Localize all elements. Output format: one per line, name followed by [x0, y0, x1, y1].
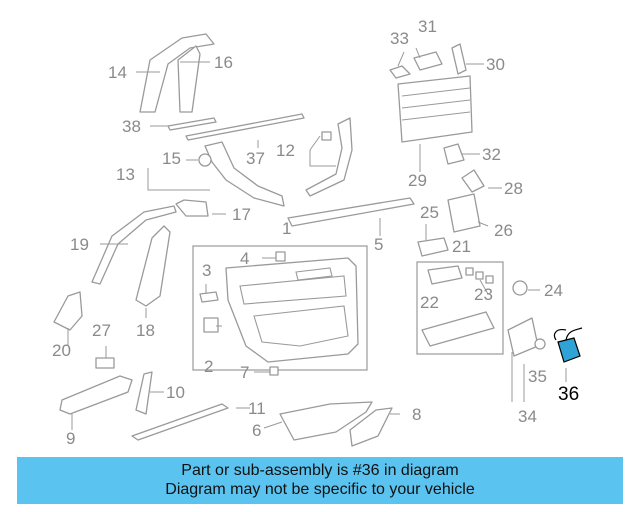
callout-labels: 1 2 3 4 5 6 7 8 9 10 11 12 13 14 15 16 1…	[52, 17, 579, 448]
callout-23: 23	[474, 285, 493, 304]
exploded-parts-diagram: 1 2 3 4 5 6 7 8 9 10 11 12 13 14 15 16 1…	[52, 17, 583, 448]
part-6-panel	[279, 401, 373, 441]
door-panel-box	[192, 245, 368, 371]
callout-2: 2	[204, 357, 213, 376]
part-8-panel	[349, 407, 393, 447]
callout-9: 9	[66, 429, 75, 448]
part-22-trim	[421, 311, 495, 347]
callout-15: 15	[162, 149, 181, 168]
callout-24: 24	[544, 281, 563, 300]
part-11-strip	[131, 403, 229, 441]
part-2-switch	[203, 317, 219, 333]
switch-group-box	[416, 261, 504, 355]
part-24-cap	[512, 280, 528, 296]
part-3-handle	[199, 291, 219, 303]
part-20-cap	[53, 291, 83, 331]
callout-36: 36	[558, 384, 579, 405]
leader-lines	[67, 47, 567, 430]
part-13-pillar-trim	[198, 141, 285, 207]
info-banner: Part or sub-assembly is #36 in diagram D…	[17, 457, 623, 504]
callout-26: 26	[494, 221, 513, 240]
callout-29: 29	[408, 171, 427, 190]
callout-12: 12	[276, 141, 295, 160]
callout-20: 20	[52, 341, 71, 360]
part-12-bracket	[305, 117, 353, 197]
part-34-bracket	[507, 317, 539, 357]
part-18-trim	[135, 225, 171, 307]
part-21-switch	[427, 265, 463, 285]
callout-1: 1	[282, 219, 291, 238]
part-31-bracket	[413, 51, 443, 71]
callout-4: 4	[240, 249, 249, 268]
part-25-bezel	[417, 237, 449, 257]
part-9-armrest	[59, 375, 133, 415]
part-28-cover	[461, 169, 485, 193]
callout-11: 11	[248, 399, 266, 418]
part-14-pillar-trim	[139, 33, 215, 113]
callout-35: 35	[528, 367, 547, 386]
banner-line-part: Part or sub-assembly is #36 in diagram	[181, 462, 459, 479]
callout-37: 37	[246, 149, 265, 168]
part-4-clip	[275, 251, 286, 262]
part-5-strip	[287, 197, 415, 227]
callout-32: 32	[482, 145, 501, 164]
callout-10: 10	[166, 383, 185, 402]
callout-21: 21	[452, 237, 471, 256]
callout-14: 14	[108, 63, 127, 82]
callout-25: 25	[420, 203, 439, 222]
callout-5: 5	[374, 235, 383, 254]
callout-19: 19	[70, 235, 89, 254]
part-27-clip	[95, 357, 115, 369]
part-29-sunshade	[397, 75, 473, 143]
callout-8: 8	[412, 405, 421, 424]
callout-18: 18	[136, 321, 155, 340]
callout-22: 22	[420, 293, 439, 312]
part-7-clip	[269, 366, 279, 376]
callout-30: 30	[486, 55, 505, 74]
callout-13: 13	[116, 165, 135, 184]
callout-33: 33	[390, 29, 409, 48]
part-10-bar	[135, 371, 153, 415]
callout-17: 17	[232, 205, 251, 224]
part-1-door-panel	[225, 257, 359, 363]
part-36-highlighted	[553, 327, 583, 363]
part-23-buttons	[465, 267, 494, 284]
callout-16: 16	[214, 53, 233, 72]
callout-34: 34	[518, 407, 537, 426]
part-38-strip	[167, 117, 217, 131]
callout-6: 6	[252, 421, 261, 440]
part-30-bracket	[451, 43, 467, 75]
callout-38: 38	[122, 117, 141, 136]
banner-line-disclaimer: Diagram may not be specific to your vehi…	[165, 481, 475, 498]
part-19-strip	[91, 205, 177, 285]
callout-28: 28	[504, 179, 523, 198]
part-33-clip	[389, 65, 411, 79]
part-26-switch	[447, 193, 481, 233]
callout-3: 3	[202, 261, 211, 280]
callout-7: 7	[240, 363, 249, 382]
callout-31: 31	[418, 17, 437, 36]
callout-27: 27	[92, 321, 111, 340]
part-17-clip	[175, 199, 209, 217]
part-35-grommet	[534, 338, 546, 350]
part-37-strip	[185, 113, 305, 141]
part-32-clip	[443, 143, 465, 165]
